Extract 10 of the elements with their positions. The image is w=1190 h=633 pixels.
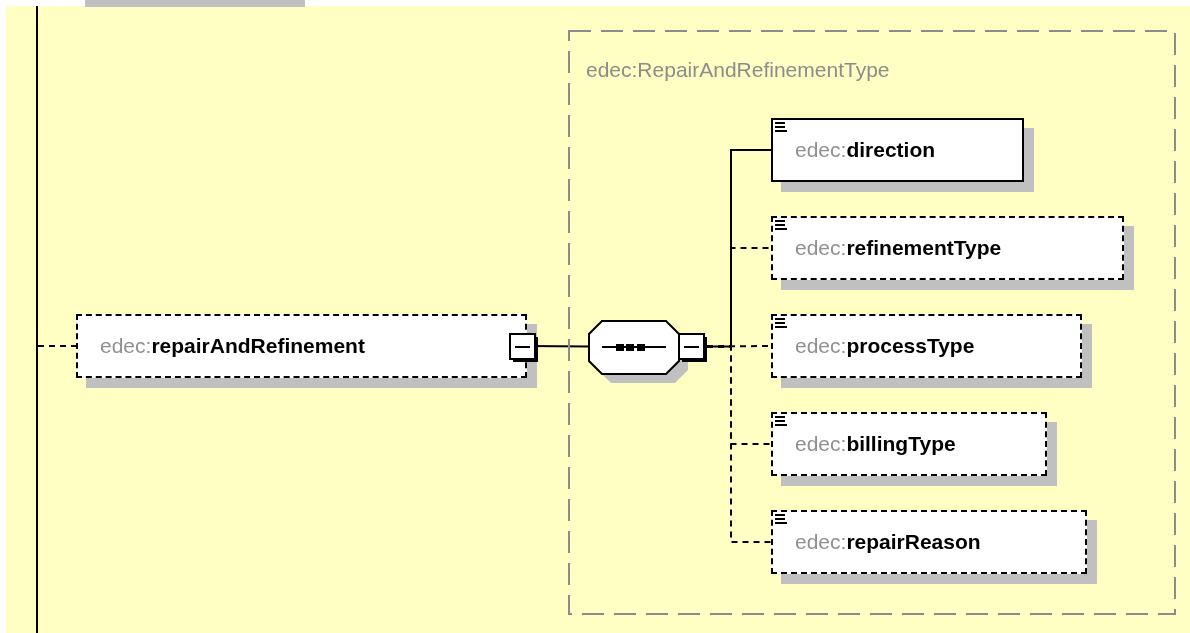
type-group-frame [568,30,1176,615]
element-name: edec:repairAndRefinement [100,334,365,358]
element-name: edec:repairReason [795,530,981,554]
element-name: edec:refinementType [795,236,1002,260]
element-name: edec:direction [795,138,936,162]
element-name: edec:billingType [795,432,956,456]
type-name: edec:RepairAndRefinementType [586,58,890,82]
connector-line [37,345,77,347]
connector-line [706,345,772,543]
element-name: edec:processType [795,334,975,358]
